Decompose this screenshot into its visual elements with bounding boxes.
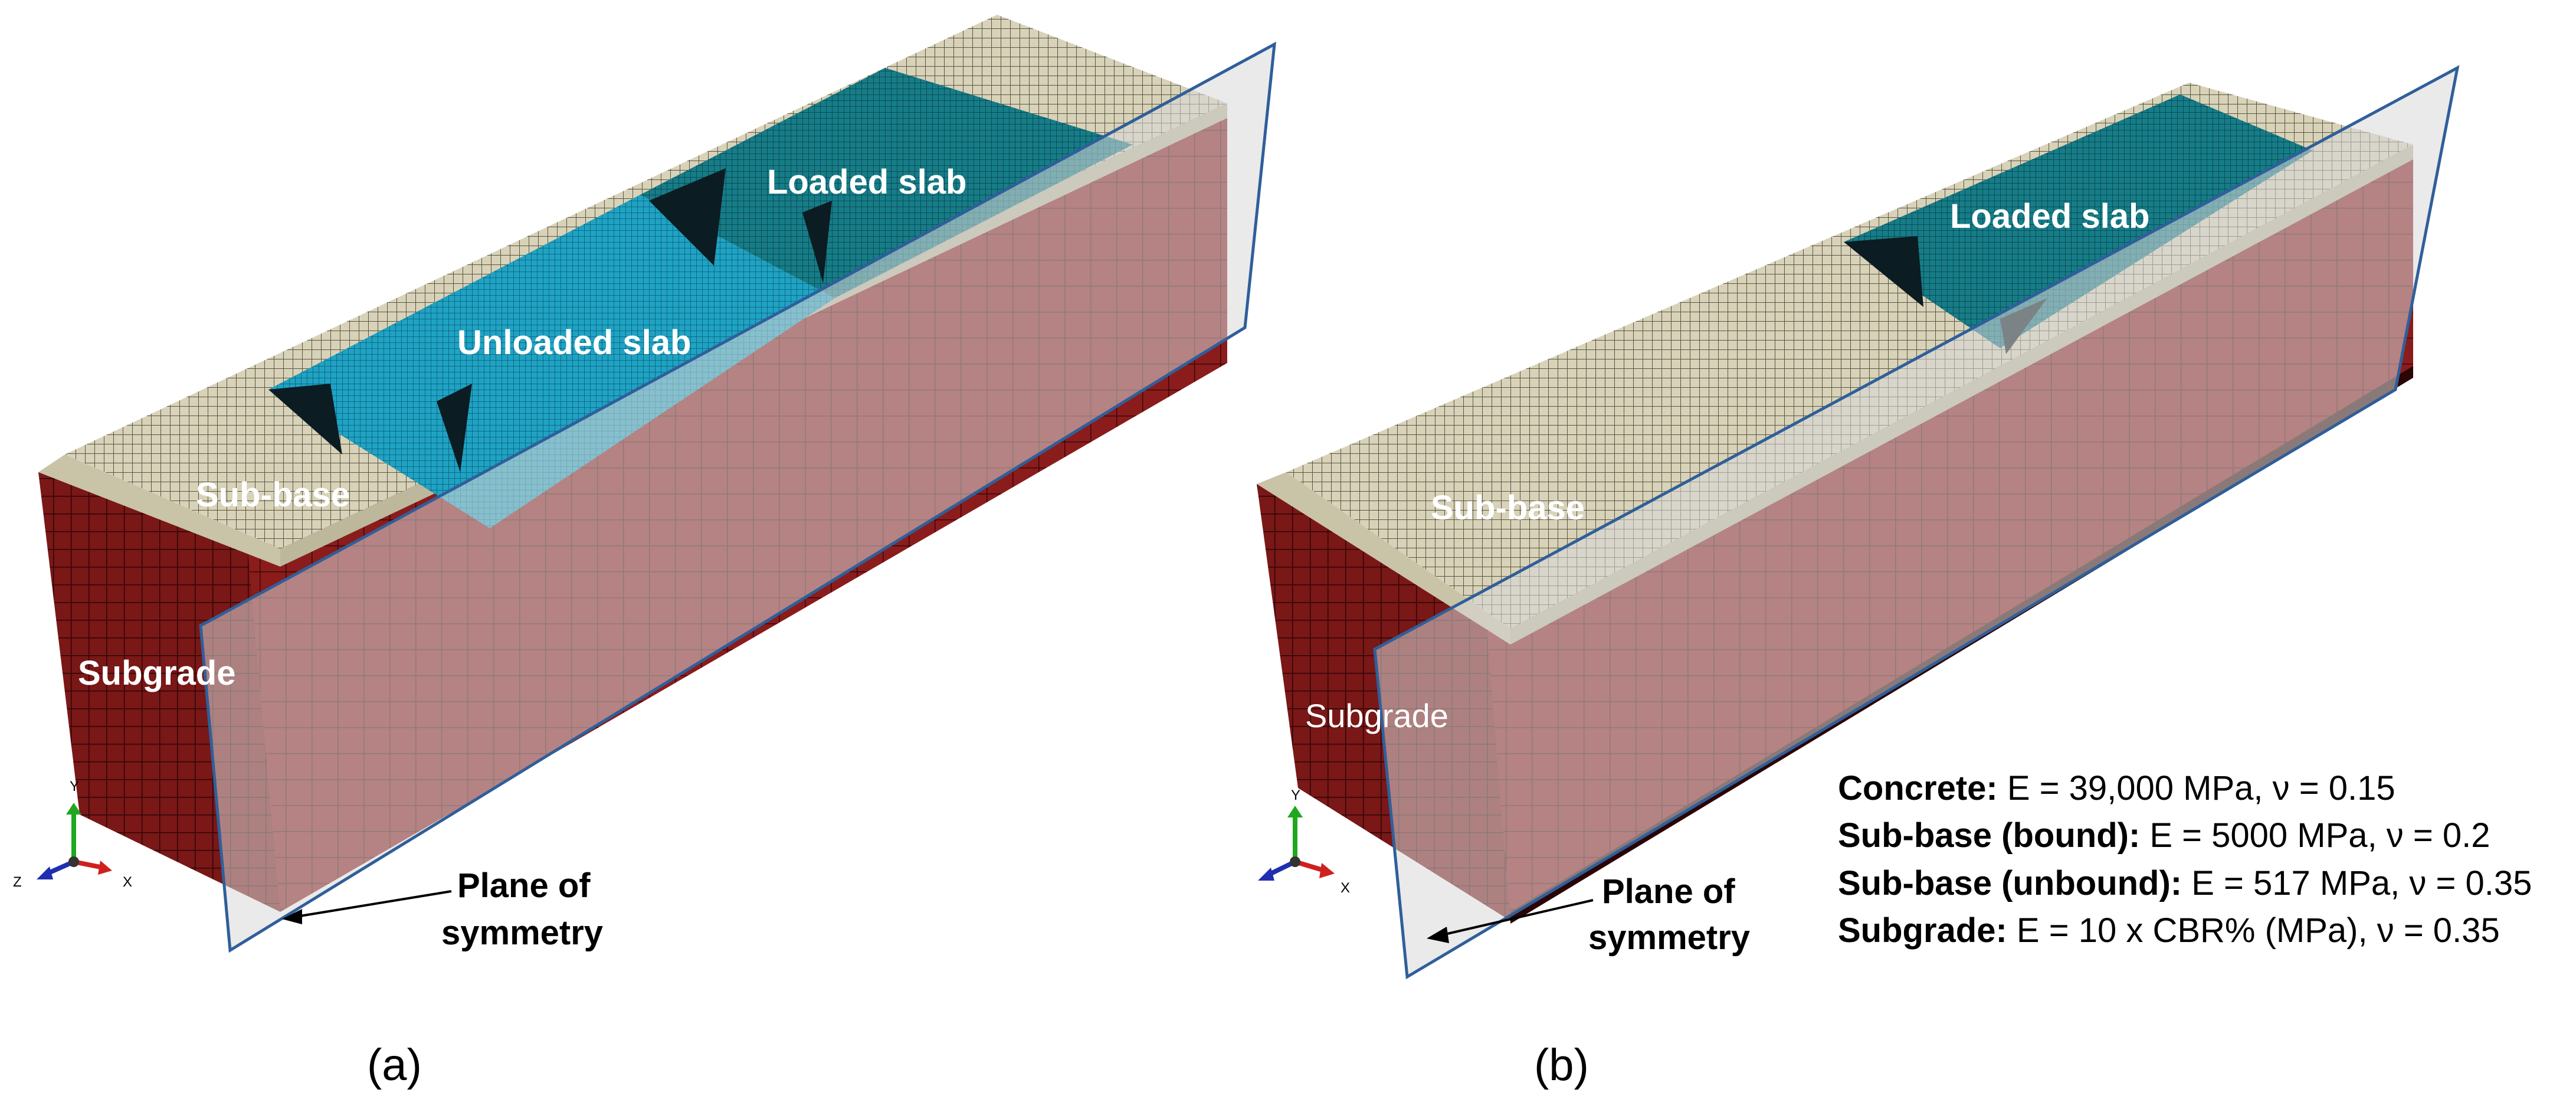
plane-label-line1-b: Plane of	[1602, 872, 1735, 911]
loaded-slab-wall-a	[649, 168, 726, 266]
property-name: Sub-base (unbound):	[1838, 864, 2182, 902]
z-axis-arrow-icon	[1258, 868, 1274, 881]
property-value: E = 517 MPa, ν = 0.35	[2182, 864, 2532, 902]
loaded-slab-label-b: Loaded slab	[1950, 197, 2149, 236]
panel-b: Loaded slab Sub-base Subgrade Plane of s…	[1257, 65, 2532, 1090]
plane-callout-line-a	[289, 890, 452, 919]
property-name: Concrete:	[1838, 769, 1998, 807]
loaded-slab-label-a: Loaded slab	[767, 163, 966, 201]
plane-label-line2-a: symmetry	[441, 914, 603, 952]
unloaded-slab-wall-a	[268, 384, 342, 454]
sub-base-label-a: Sub-base	[196, 476, 350, 514]
plane-of-symmetry-a	[199, 41, 1276, 953]
unloaded-slab-a	[268, 195, 835, 528]
caption-a: (a)	[367, 1040, 422, 1090]
property-value: E = 39,000 MPa, ν = 0.15	[1998, 769, 2395, 807]
x-axis-arrow-icon	[98, 861, 112, 875]
axis-y-label-b: Y	[1291, 787, 1300, 803]
caption-b: (b)	[1534, 1040, 1589, 1090]
axis-triad-b: Y X	[1258, 787, 1350, 896]
sub-base-end-edge-b	[1257, 472, 1510, 645]
y-axis-arrow-icon	[66, 803, 81, 815]
plane-label-line1-a: Plane of	[457, 866, 591, 905]
unloaded-slab-wall2-a	[437, 384, 472, 472]
axis-triad-a: Y Z X	[13, 779, 132, 890]
subgrade-label-a: Subgrade	[78, 654, 236, 692]
y-axis-arrow-icon	[1287, 806, 1303, 817]
property-concrete: Concrete: E = 39,000 MPa, ν = 0.15	[1838, 769, 2395, 807]
plane-callout-line-b	[1439, 899, 1594, 937]
loaded-slab-a	[640, 68, 1133, 298]
sub-base-label-b: Sub-base	[1431, 489, 1585, 527]
panel-a: Loaded slab Unloaded slab Sub-base Subgr…	[13, 15, 1276, 1090]
axis-z-label-a: Z	[13, 874, 22, 890]
property-value: E = 5000 MPa, ν = 0.2	[2140, 816, 2490, 855]
property-name: Subgrade:	[1838, 911, 2007, 950]
loaded-slab-wall2-a	[802, 201, 832, 283]
subgrade-label-b: Subgrade	[1305, 697, 1448, 734]
sub-base-end-edge-a	[38, 454, 280, 567]
plane-callout-arrow-b	[1427, 927, 1449, 943]
loaded-slab-b	[1844, 94, 2313, 348]
x-axis-arrow-icon	[1319, 863, 1335, 878]
property-subgrade: Subgrade: E = 10 x CBR% (MPa), ν = 0.35	[1838, 911, 2500, 950]
axis-x-label-a: X	[123, 874, 132, 890]
axis-y-label-a: Y	[70, 779, 79, 794]
axis-x-label-b: X	[1341, 880, 1350, 896]
property-name: Sub-base (bound):	[1838, 816, 2140, 855]
plane-of-symmetry-b	[1373, 65, 2460, 980]
plane-label-line2-b: symmetry	[1588, 918, 1750, 957]
material-properties: Concrete: E = 39,000 MPa, ν = 0.15 Sub-b…	[1838, 769, 2532, 950]
property-value: E = 10 x CBR% (MPa), ν = 0.35	[2007, 911, 2500, 950]
plane-callout-arrow-a	[282, 909, 302, 924]
property-sub-base-bound: Sub-base (bound): E = 5000 MPa, ν = 0.2	[1838, 816, 2490, 855]
property-sub-base-unbound: Sub-base (unbound): E = 517 MPa, ν = 0.3…	[1838, 864, 2532, 902]
z-axis-arrow-icon	[37, 866, 53, 879]
unloaded-slab-label-a: Unloaded slab	[457, 323, 691, 362]
loaded-slab-wall-b	[1844, 236, 1923, 307]
